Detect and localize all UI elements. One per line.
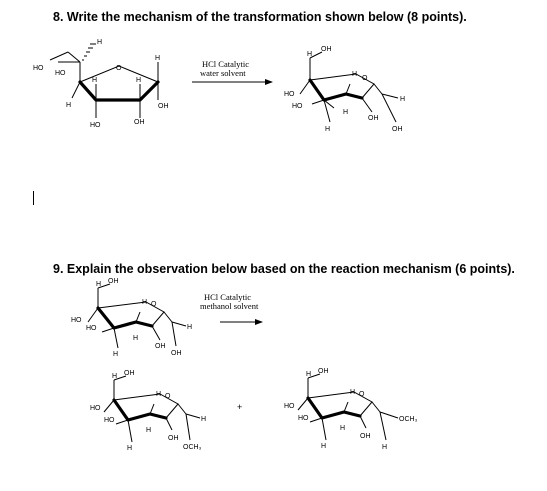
label-oh: OH bbox=[318, 368, 329, 375]
label-h: H bbox=[201, 416, 206, 423]
label-ho: HO bbox=[284, 91, 295, 98]
plus-sign: + bbox=[237, 402, 242, 412]
label-ho-c4: HO bbox=[55, 70, 66, 77]
label-h: H bbox=[325, 126, 330, 133]
text-cursor bbox=[33, 191, 34, 205]
question-8-heading: 8. Write the mechanism of the transforma… bbox=[53, 10, 467, 24]
label-oh: OH bbox=[392, 126, 403, 133]
methyl-glycoside-axial bbox=[103, 375, 201, 443]
label-oh: OH bbox=[368, 115, 379, 122]
label-ho: HO bbox=[104, 417, 115, 424]
label-h: H bbox=[156, 391, 161, 398]
label-h: H bbox=[112, 373, 117, 380]
label-ring-o: O bbox=[165, 393, 171, 400]
label-ho: HO bbox=[298, 415, 309, 422]
label-oh-c2: OH bbox=[134, 119, 145, 126]
label-h: H bbox=[187, 324, 192, 331]
label-h: H bbox=[352, 71, 357, 78]
label-h: H bbox=[321, 443, 326, 450]
label-h-c4: H bbox=[66, 102, 71, 109]
reaction1-condition-1: HCl Catalytic bbox=[202, 59, 249, 69]
furanose-labels: HO HO H O H H H H OH HO OH bbox=[33, 39, 169, 129]
label-h: H bbox=[142, 299, 147, 306]
label-h: H bbox=[113, 351, 118, 358]
label-oh: OH bbox=[155, 343, 166, 350]
label-h: H bbox=[343, 109, 348, 116]
label-oh: OH bbox=[321, 46, 332, 53]
label-ho: HO bbox=[292, 103, 303, 110]
label-h-c1-up: H bbox=[155, 55, 160, 62]
reaction2-condition-2: methanol solvent bbox=[200, 301, 259, 311]
methyl-glycoside-axial-labels: H OH HO HO H O H OH H H OCH₃ bbox=[90, 370, 206, 452]
label-ho-chain: HO bbox=[33, 65, 44, 72]
label-ring-o: O bbox=[151, 301, 157, 308]
label-oh-c1: OH bbox=[158, 103, 169, 110]
label-ring-o: O bbox=[116, 65, 122, 72]
label-och3: OCH₃ bbox=[399, 416, 418, 423]
label-oh: OH bbox=[171, 350, 182, 357]
reaction2-condition-1: HCl Catalytic bbox=[204, 292, 251, 302]
label-h-c3-up: H bbox=[92, 77, 97, 84]
label-h: H bbox=[133, 335, 138, 342]
label-oh: OH bbox=[124, 370, 135, 377]
pyranose-product-1-labels: H OH HO HO H O H H OH H OH bbox=[284, 46, 405, 133]
label-ho: HO bbox=[71, 317, 82, 324]
label-h: H bbox=[306, 371, 311, 378]
label-och3: OCH₃ bbox=[183, 444, 202, 451]
methyl-glycoside-equatorial bbox=[297, 373, 399, 441]
reaction1-condition-2: water solvent bbox=[200, 68, 246, 78]
label-h: H bbox=[350, 389, 355, 396]
label-ring-o: O bbox=[359, 391, 365, 398]
label-oh: OH bbox=[360, 433, 371, 440]
label-ho: HO bbox=[90, 405, 101, 412]
pyranose-start-2-labels: H OH HO HO H O H OH H H OH bbox=[71, 278, 192, 358]
label-ho: HO bbox=[86, 325, 97, 332]
label-oh: OH bbox=[168, 435, 179, 442]
label-h: H bbox=[96, 281, 101, 288]
label-h-c2-up: H bbox=[136, 77, 141, 84]
label-ho: HO bbox=[284, 403, 295, 410]
pyranose-product-1 bbox=[299, 51, 399, 123]
label-ring-o: O bbox=[362, 75, 368, 82]
label-h: H bbox=[307, 51, 312, 58]
label-h: H bbox=[127, 445, 132, 452]
label-oh: OH bbox=[108, 278, 119, 285]
question-9-heading: 9. Explain the observation below based o… bbox=[53, 262, 515, 276]
label-h: H bbox=[382, 444, 387, 451]
furanose-structure bbox=[49, 43, 160, 118]
methyl-glycoside-equatorial-labels: H OH HO HO H O H OH H OCH₃ H bbox=[284, 368, 418, 451]
pyranose-start-2 bbox=[87, 283, 187, 349]
label-h: H bbox=[340, 425, 345, 432]
label-ho-c3: HO bbox=[90, 122, 101, 129]
label-h: H bbox=[146, 427, 151, 434]
label-h-wedge: H bbox=[97, 39, 102, 46]
label-h: H bbox=[400, 96, 405, 103]
